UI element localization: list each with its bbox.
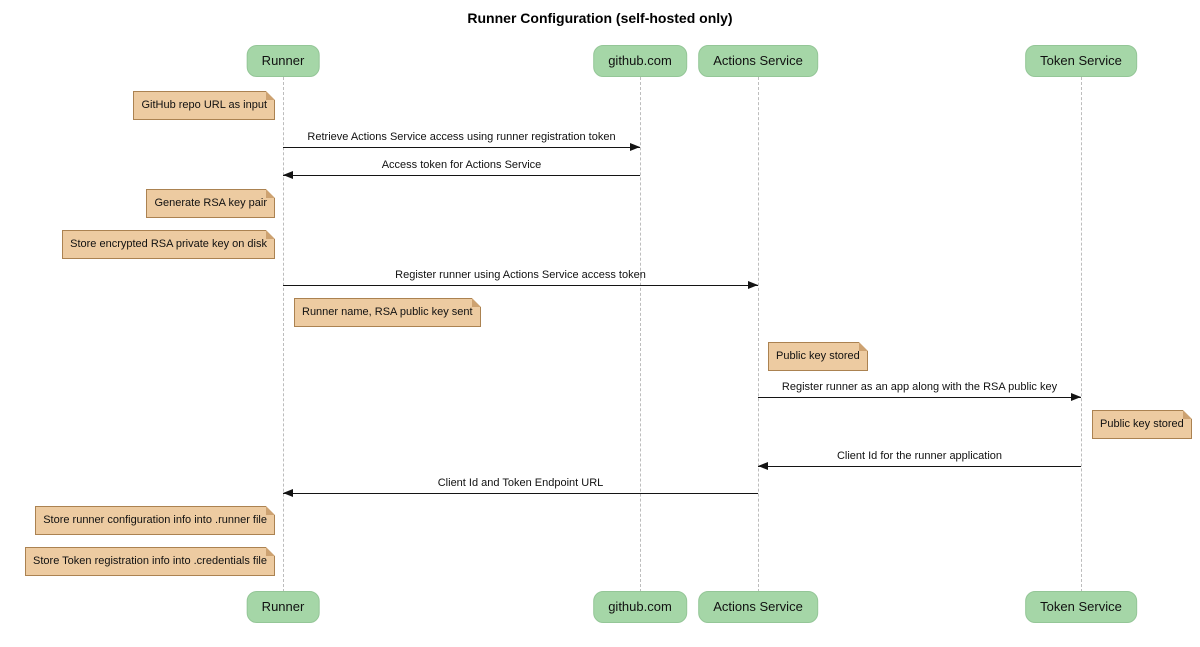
participant-actions-service-bottom: Actions Service [698, 591, 818, 623]
note-store-private-key: Store encrypted RSA private key on disk [62, 230, 275, 259]
note-public-key-stored-actions: Public key stored [768, 342, 868, 371]
message-label: Access token for Actions Service [381, 159, 542, 171]
note-github-repo-url: GitHub repo URL as input [133, 91, 275, 120]
note-store-credentials-file: Store Token registration info into .cred… [25, 547, 275, 576]
message-label: Client Id and Token Endpoint URL [437, 477, 604, 489]
note-store-runner-file: Store runner configuration info into .ru… [35, 506, 275, 535]
lifeline-actions-service [758, 77, 759, 592]
participant-runner-top: Runner [246, 45, 320, 77]
participant-runner-bottom: Runner [246, 591, 320, 623]
message-label: Register runner using Actions Service ac… [395, 269, 646, 281]
message-arrow [283, 171, 640, 179]
participant-github-bottom: github.com [593, 591, 687, 623]
message-arrow [758, 462, 1081, 470]
note-runner-name-sent: Runner name, RSA public key sent [294, 298, 481, 327]
message-arrow [283, 143, 640, 151]
message-label: Retrieve Actions Service access using ru… [307, 131, 616, 143]
message-label: Register runner as an app along with the… [781, 381, 1058, 393]
participant-token-service-top: Token Service [1025, 45, 1137, 77]
lifeline-runner [283, 77, 284, 592]
participant-token-service-bottom: Token Service [1025, 591, 1137, 623]
note-public-key-stored-token: Public key stored [1092, 410, 1192, 439]
message-arrow [283, 281, 758, 289]
lifeline-token-service [1081, 77, 1082, 592]
lifeline-github [640, 77, 641, 592]
message-arrow [758, 393, 1081, 401]
message-arrow [283, 489, 758, 497]
note-generate-rsa: Generate RSA key pair [146, 189, 275, 218]
diagram-title: Runner Configuration (self-hosted only) [467, 10, 733, 26]
message-label: Client Id for the runner application [836, 450, 1003, 462]
participant-github-top: github.com [593, 45, 687, 77]
participant-actions-service-top: Actions Service [698, 45, 818, 77]
